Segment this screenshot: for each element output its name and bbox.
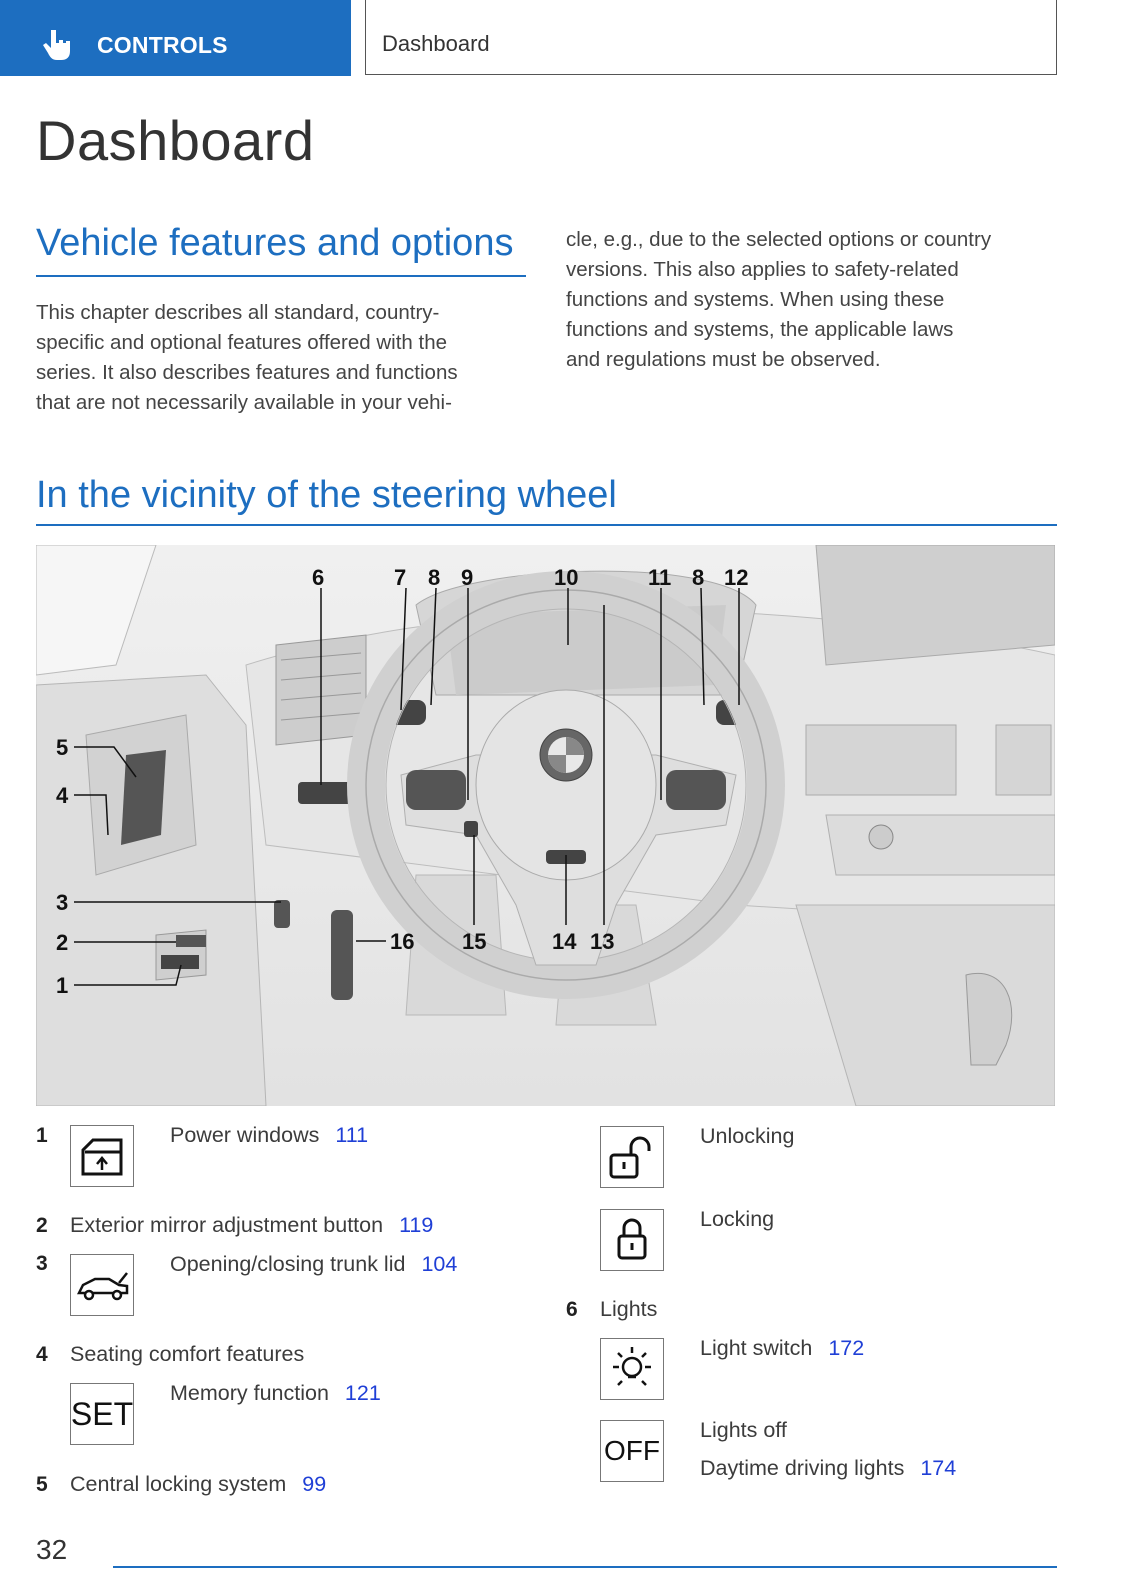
legend-number: 5 (36, 1473, 48, 1496)
page-number: 32 (36, 1534, 68, 1565)
features-column-left: This chapter describes all standard, cou… (36, 298, 458, 418)
callout-number: 4 (56, 783, 69, 808)
callout-number: 9 (461, 565, 474, 590)
callout-number: 13 (590, 929, 615, 954)
legend-label: Exterior mirror adjustment button (70, 1213, 384, 1237)
page-ref-link[interactable]: 99 (302, 1472, 327, 1496)
callout-number: 12 (724, 565, 749, 590)
legend-label: Locking (700, 1207, 775, 1231)
features-line: and regulations must be observed. (566, 348, 881, 371)
legend-number: 4 (36, 1343, 48, 1366)
lights-off-icon: OFF (600, 1420, 664, 1482)
legend-item: Unlocking (700, 1124, 794, 1149)
features-heading: Vehicle features and options (36, 222, 514, 264)
steering-rule (36, 524, 1057, 526)
callout-number: 15 (462, 929, 487, 954)
features-line: versions. This also applies to safety-re… (566, 258, 959, 281)
callout-number: 16 (390, 929, 415, 954)
features-rule (36, 275, 526, 277)
cockpit-drawing (36, 545, 1055, 1106)
callout-number: 8 (692, 565, 705, 590)
pointing-hand-icon (43, 30, 70, 60)
callout-number: 10 (554, 565, 579, 590)
legend-item: Central locking system 99 (70, 1472, 326, 1497)
legend-item: Seating comfort features (70, 1342, 304, 1367)
features-line: specific and optional features offered w… (36, 331, 448, 354)
page-title: Dashboard (36, 109, 315, 172)
page-ref-link[interactable]: 172 (828, 1336, 865, 1360)
cockpit-illustration: 6 7 8 9 10 11 8 12 5 4 3 2 1 16 15 14 13 (36, 545, 1055, 1106)
legend-item: Lights off (700, 1418, 787, 1443)
features-line: functions and systems, the applicable la… (566, 318, 954, 341)
page-ref-link[interactable]: 174 (920, 1456, 957, 1480)
legend-label: Light switch (700, 1336, 813, 1360)
callout-number: 5 (56, 735, 69, 760)
callout-number: 3 (56, 890, 69, 915)
features-line: functions and systems. When using these (566, 288, 945, 311)
legend-item: Lights (600, 1297, 657, 1322)
callout-number: 6 (312, 565, 325, 590)
legend-item: Exterior mirror adjustment button 119 (70, 1213, 433, 1238)
callout-number: 2 (56, 930, 69, 955)
icon-text: OFF (604, 1435, 660, 1466)
footer-rule (113, 1566, 1057, 1568)
callout-number: 7 (394, 565, 407, 590)
page-ref-link[interactable]: 121 (344, 1381, 381, 1405)
legend-item: Locking (700, 1207, 774, 1232)
light-switch-icon (600, 1338, 664, 1400)
icon-text: SET (70, 1395, 134, 1432)
breadcrumb-text: Dashboard (382, 31, 490, 56)
set-icon: SET (70, 1383, 134, 1445)
legend-number: 1 (36, 1124, 48, 1147)
page-ref-link[interactable]: 104 (421, 1252, 458, 1276)
legend-label: Lights off (700, 1418, 787, 1442)
legend-item: Memory function 121 (170, 1381, 381, 1406)
legend-label: Memory function (170, 1381, 329, 1405)
features-line: cle, e.g., due to the selected options o… (566, 228, 992, 251)
legend-item: Opening/closing trunk lid 104 (170, 1252, 457, 1277)
legend-label: Daytime driving lights (700, 1456, 905, 1480)
legend-number: 2 (36, 1214, 48, 1237)
section-tab: CONTROLS (0, 0, 351, 76)
page-ref-link[interactable]: 111 (335, 1123, 369, 1147)
legend-number: 3 (36, 1252, 48, 1275)
callout-number: 1 (56, 973, 69, 998)
legend-label: Power windows (170, 1123, 320, 1147)
callout-number: 11 (648, 565, 672, 590)
unlock-icon (600, 1126, 664, 1188)
legend-number: 6 (566, 1298, 578, 1321)
trunk-lid-icon (70, 1254, 134, 1316)
legend-label: Opening/closing trunk lid (170, 1252, 406, 1276)
features-line: This chapter describes all standard, cou… (36, 301, 440, 324)
section-label: CONTROLS (97, 32, 228, 58)
legend-label: Seating comfort features (70, 1342, 305, 1366)
callout-number: 8 (428, 565, 441, 590)
lock-icon (600, 1209, 664, 1271)
breadcrumb: Dashboard (365, 0, 1057, 75)
features-line: series. It also describes features and f… (36, 361, 458, 384)
page-ref-link[interactable]: 119 (399, 1213, 434, 1237)
features-column-right: cle, e.g., due to the selected options o… (566, 225, 991, 375)
legend-item: Daytime driving lights 174 (700, 1456, 956, 1481)
legend-item: Light switch 172 (700, 1336, 864, 1361)
legend-label: Central locking system (70, 1472, 287, 1496)
legend-label: Lights (600, 1297, 658, 1321)
power-window-icon (70, 1125, 134, 1187)
features-line: that are not necessarily available in yo… (36, 391, 452, 414)
steering-heading: In the vicinity of the steering wheel (36, 474, 617, 516)
legend-label: Unlocking (700, 1124, 795, 1148)
legend-item: Power windows 111 (170, 1123, 368, 1148)
callout-number: 14 (552, 929, 577, 954)
